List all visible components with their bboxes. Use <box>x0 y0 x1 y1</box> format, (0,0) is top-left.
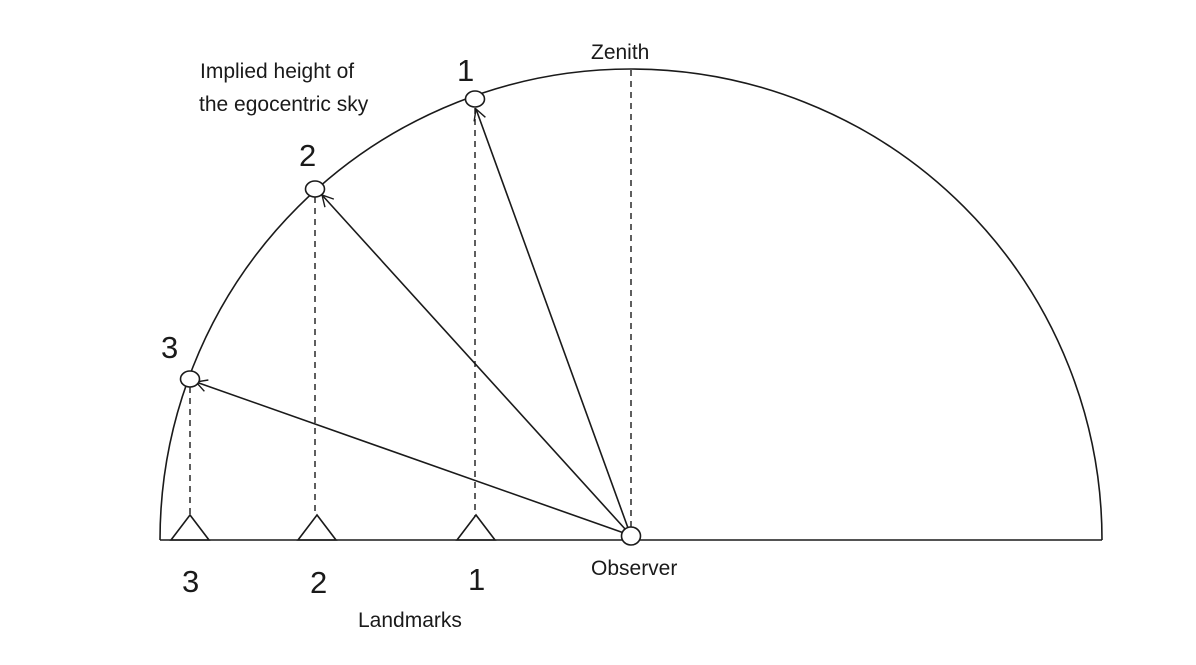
sky-point-2-label: 2 <box>299 138 316 173</box>
sky-point-1-label: 1 <box>457 53 474 88</box>
landmark-3-label: 3 <box>182 564 199 599</box>
observer-point <box>620 526 642 546</box>
sky-point-2 <box>304 180 326 198</box>
sight-arrow-1 <box>473 107 629 529</box>
landmark-1-label: 1 <box>468 562 485 597</box>
sight-arrow-3 <box>194 379 625 534</box>
landmark-3-triangle <box>169 513 211 541</box>
zenith-label: Zenith <box>591 41 649 64</box>
sight-arrow-2 <box>321 193 627 531</box>
sky-dome-arc <box>159 68 1103 541</box>
sky-point-3-label: 3 <box>161 330 178 365</box>
sky-point-3 <box>179 370 201 388</box>
sky-point-1 <box>464 90 486 108</box>
sky-height-label-line2: the egocentric sky <box>199 93 369 116</box>
landmark-1-triangle <box>455 513 497 541</box>
sky-height-label-line1: Implied height of <box>200 60 354 83</box>
observer-label: Observer <box>591 557 677 580</box>
landmark-2-label: 2 <box>310 565 327 600</box>
landmarks-label: Landmarks <box>358 609 462 632</box>
landmark-2-triangle <box>296 513 338 541</box>
